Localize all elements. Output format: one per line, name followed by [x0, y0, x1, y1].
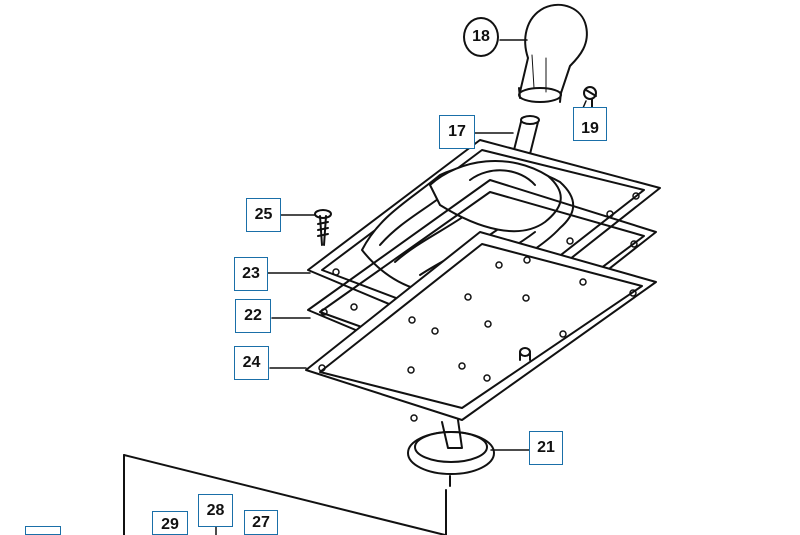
callout-18-label: 18	[463, 17, 499, 57]
screw-part	[314, 209, 332, 246]
callout-29-label: 29	[161, 516, 179, 533]
callout-22-label: 22	[244, 307, 262, 324]
callout-27-label: 27	[252, 514, 270, 531]
callout-17-label: 17	[448, 123, 466, 140]
spring-seat-part	[407, 419, 495, 487]
callout-28-label: 28	[206, 501, 225, 519]
callout-22[interactable]: 22	[235, 299, 271, 333]
lower-housing-part	[123, 454, 447, 535]
shift-knob-part	[518, 3, 588, 103]
leader-lines	[215, 39, 587, 535]
callout-23[interactable]: 23	[234, 257, 268, 291]
callout-21-label: 21	[537, 439, 555, 456]
callout-24[interactable]: 24	[234, 346, 269, 380]
bolt-holes	[318, 192, 640, 422]
callout-21[interactable]: 21	[529, 431, 563, 465]
callout-23-label: 23	[242, 265, 260, 282]
set-screw-part	[583, 86, 597, 113]
callout-25[interactable]: 25	[246, 198, 281, 232]
callout-25-label: 25	[254, 206, 273, 223]
callout-27[interactable]: 27	[244, 510, 278, 535]
callout-partial-left[interactable]	[25, 526, 61, 535]
callout-18[interactable]: 18	[463, 17, 499, 57]
callout-29[interactable]: 29	[152, 511, 188, 535]
callout-17[interactable]: 17	[439, 115, 475, 149]
callout-24-label: 24	[242, 354, 261, 371]
callout-19-label: 19	[581, 120, 599, 137]
callout-19[interactable]: 19	[573, 107, 607, 141]
callout-28[interactable]: 28	[198, 494, 233, 527]
base-plate-part	[305, 231, 657, 421]
